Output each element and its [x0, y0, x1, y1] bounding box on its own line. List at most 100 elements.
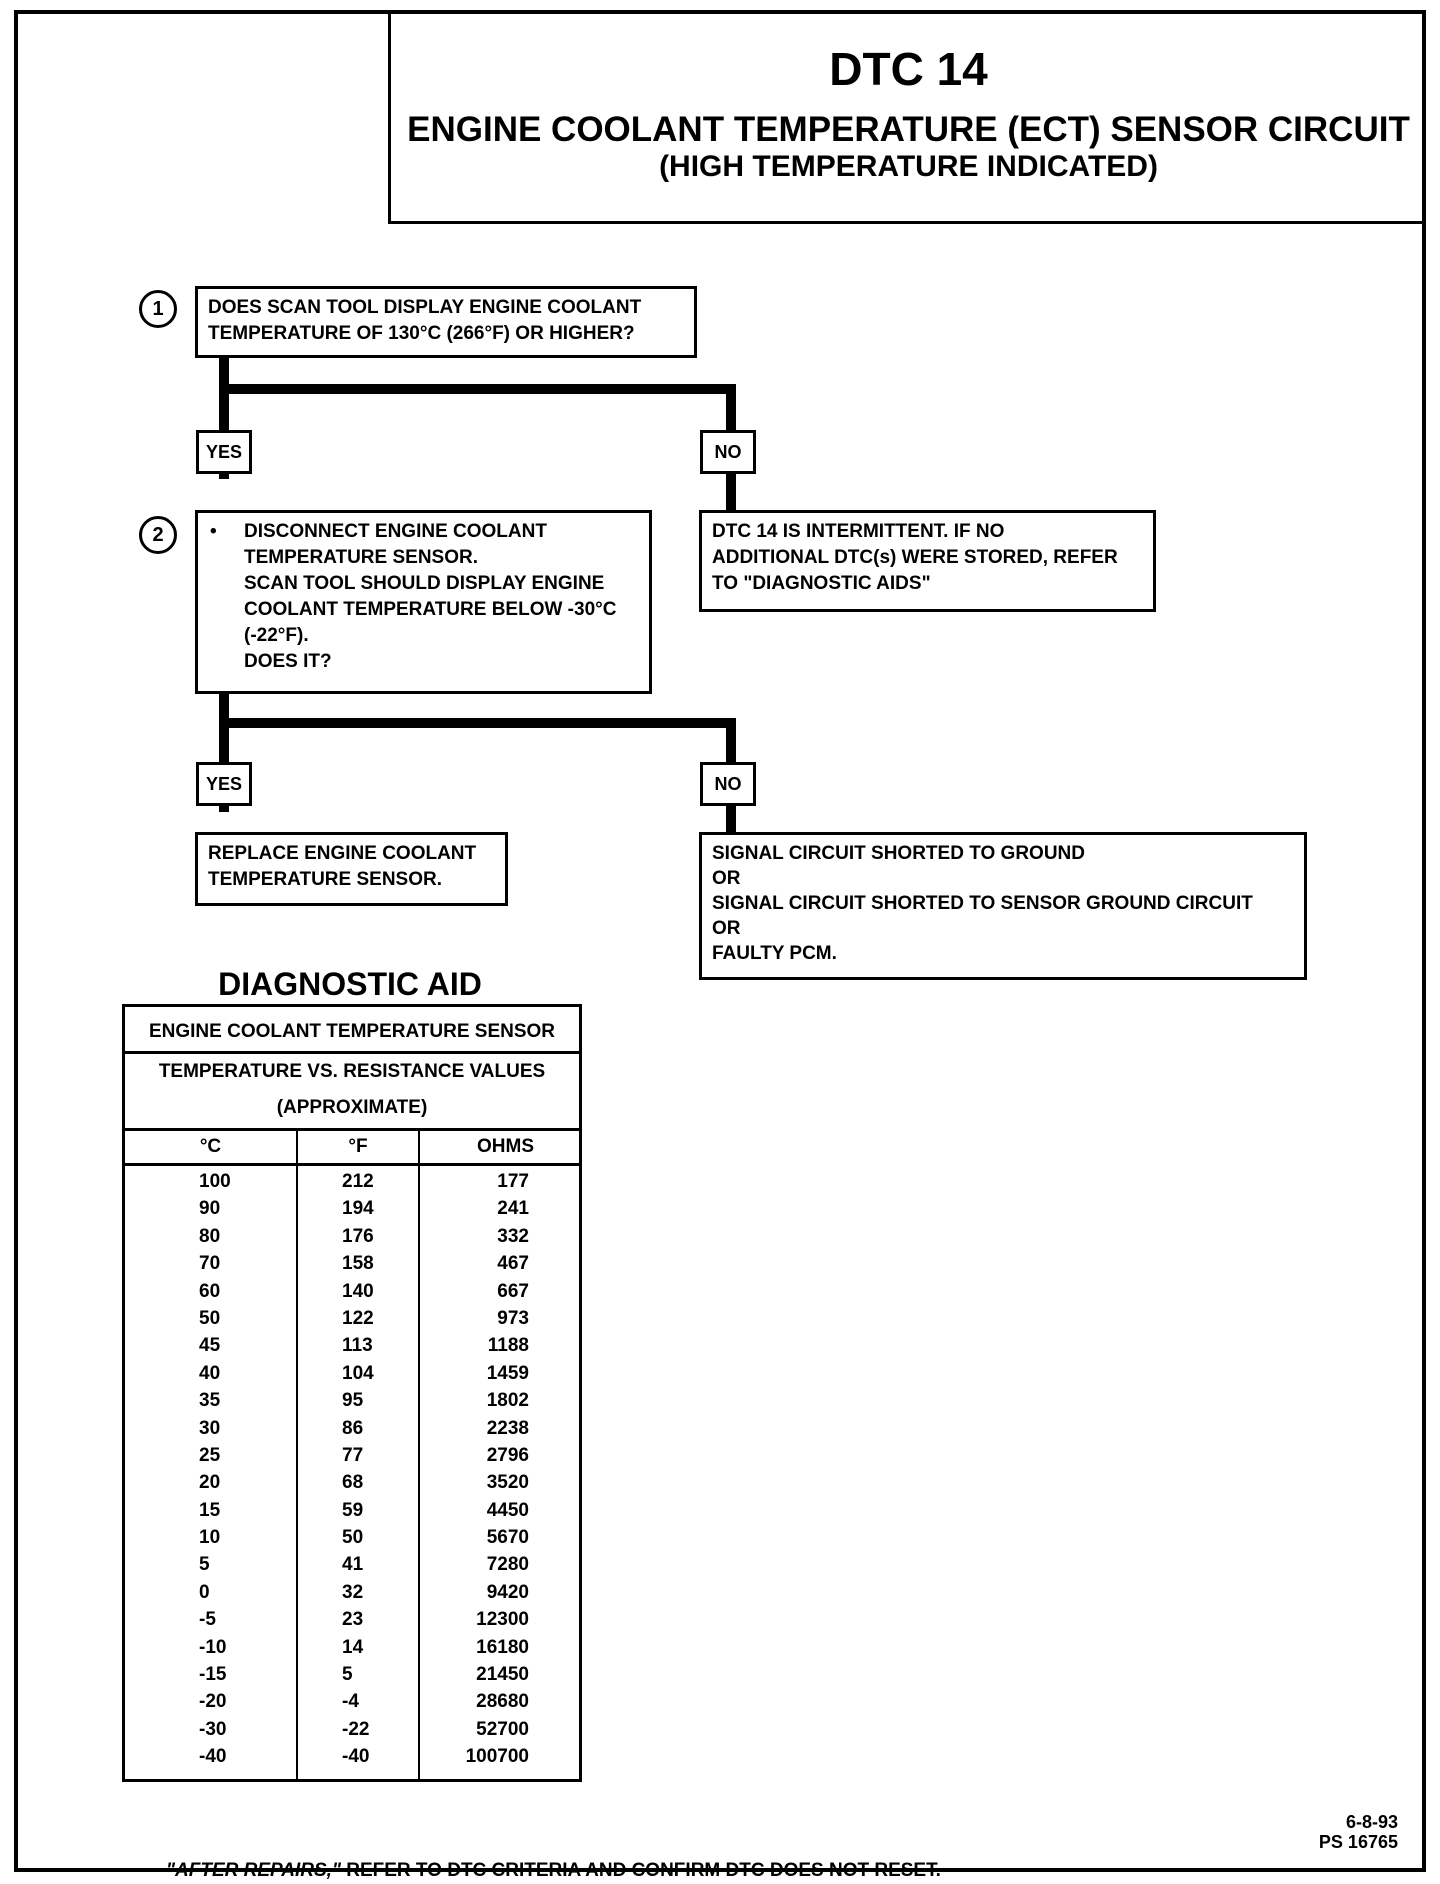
table-cell-celsius: 35: [199, 1390, 221, 1412]
table-cell-celsius: 60: [199, 1280, 221, 1302]
table-header-row: °C °F OHMS: [125, 1131, 579, 1166]
table-cell-fahrenheit: 23: [342, 1609, 364, 1631]
table-cell-celsius: 40: [199, 1362, 221, 1384]
table-cell-ohms: 16180: [476, 1636, 529, 1658]
replace-line: TEMPERATURE SENSOR.: [208, 869, 443, 890]
column-header-ohms: OHMS: [477, 1136, 534, 1157]
table-cell-fahrenheit: 212: [342, 1171, 374, 1192]
column-header-fahrenheit: °F: [298, 1131, 420, 1163]
table-cell-fahrenheit: 122: [342, 1307, 374, 1329]
fault-line: FAULTY PCM.: [712, 943, 837, 964]
table-cell-ohms: 1459: [486, 1362, 529, 1384]
table-cell-celsius: 50: [199, 1307, 221, 1329]
table-cell-fahrenheit: 113: [342, 1335, 373, 1357]
table-cell-ohms: 1188: [487, 1335, 529, 1357]
table-cell-fahrenheit: 176: [342, 1225, 374, 1247]
step-2-line: DISCONNECT ENGINE COOLANT: [244, 521, 547, 542]
table-cell-ohms: 5670: [486, 1527, 529, 1549]
table-cell-fahrenheit: 104: [342, 1362, 374, 1384]
table-cell-celsius: -30: [199, 1718, 227, 1740]
step-1-marker: 1: [139, 290, 177, 328]
table-cell-fahrenheit: 41: [342, 1554, 364, 1576]
table-cell-ohms: 7280: [486, 1554, 529, 1576]
table-cell-celsius: 5: [199, 1554, 210, 1576]
table-cell-fahrenheit: 86: [342, 1417, 364, 1439]
table-cell-fahrenheit: 194: [342, 1198, 374, 1220]
step-1-no-label: NO: [700, 430, 756, 474]
table-cell-celsius: 80: [199, 1225, 221, 1247]
table-cell-celsius: 0: [199, 1581, 210, 1603]
table-cell-ohms: 973: [497, 1307, 529, 1329]
table-cell-celsius: 25: [199, 1444, 221, 1466]
page-title: DTC 14: [829, 43, 988, 95]
step-1-question: DOES SCAN TOOL DISPLAY ENGINE COOLANT TE…: [195, 286, 697, 358]
table-subtitle-line: (APPROXIMATE): [276, 1097, 428, 1118]
bullet-icon: •: [210, 521, 217, 542]
intermittent-line: ADDITIONAL DTC(s) WERE STORED, REFER: [712, 547, 1118, 568]
table-cell-ohms: 28680: [476, 1691, 529, 1713]
table-cell-ohms: 332: [497, 1225, 529, 1247]
table-cell-fahrenheit: 140: [342, 1280, 374, 1302]
table-cell-fahrenheit: 14: [342, 1636, 364, 1658]
table-cell-ohms: 667: [497, 1280, 529, 1302]
table-cell-celsius: 20: [199, 1472, 221, 1494]
table-cell-celsius: 90: [199, 1198, 221, 1220]
table-cell-ohms: 9420: [486, 1581, 529, 1603]
table-cell-fahrenheit: 59: [342, 1499, 364, 1521]
table-cell-celsius: -5: [199, 1609, 216, 1631]
after-repairs-note: "AFTER REPAIRS," REFER TO DTC CRITERIA A…: [166, 1860, 941, 1882]
step-1-yes-label: YES: [196, 430, 252, 474]
table-cell-celsius: 70: [199, 1253, 221, 1275]
connector-step2-down: [219, 690, 229, 812]
intermittent-line: TO "DIAGNOSTIC AIDS": [712, 573, 931, 594]
document-number: PS 16765: [1318, 1832, 1398, 1852]
page-border: [14, 10, 1426, 1872]
table-title: ENGINE COOLANT TEMPERATURE SENSOR: [125, 1007, 579, 1054]
document-code: 6-8-93 PS 16765: [1319, 1812, 1398, 1852]
step-2-no-label: NO: [700, 762, 756, 806]
table-cell-ohms: 4450: [486, 1499, 529, 1521]
step-2-line: TEMPERATURE SENSOR.: [244, 547, 479, 568]
table-cell-ohms: 12300: [476, 1609, 529, 1631]
column-header-celsius: °C: [125, 1131, 298, 1163]
fault-line: OR: [712, 868, 741, 889]
connector-step1-branch: [219, 384, 736, 394]
page-subtitle: ENGINE COOLANT TEMPERATURE (ECT) SENSOR …: [407, 110, 1410, 149]
table-cell-fahrenheit: 50: [342, 1527, 364, 1549]
table-cell-fahrenheit: -4: [342, 1691, 359, 1713]
after-repairs-text: REFER TO DTC CRITERIA AND CONFIRM DTC DO…: [340, 1860, 941, 1881]
table-cell-ohms: 1802: [486, 1390, 529, 1412]
step-1-line: TEMPERATURE OF 130°C (266°F) OR HIGHER?: [208, 323, 635, 344]
table-cell-fahrenheit: 77: [342, 1444, 364, 1466]
table-cell-fahrenheit: 32: [342, 1581, 364, 1603]
fault-line: SIGNAL CIRCUIT SHORTED TO SENSOR GROUND …: [712, 893, 1253, 914]
table-cell-celsius: 10: [199, 1527, 221, 1549]
intermittent-result: DTC 14 IS INTERMITTENT. IF NO ADDITIONAL…: [699, 510, 1156, 612]
table-subtitle: TEMPERATURE VS. RESISTANCE VALUES (APPRO…: [125, 1054, 579, 1131]
intermittent-line: DTC 14 IS INTERMITTENT. IF NO: [712, 521, 1005, 542]
table-cell-ohms: 52700: [476, 1718, 529, 1740]
table-cell-fahrenheit: 158: [342, 1253, 374, 1275]
fault-result: SIGNAL CIRCUIT SHORTED TO GROUND OR SIGN…: [699, 832, 1307, 980]
step-2-line: DOES IT?: [244, 651, 332, 672]
fault-line: SIGNAL CIRCUIT SHORTED TO GROUND: [712, 843, 1085, 864]
table-cell-celsius: 45: [199, 1335, 221, 1357]
table-cell-ohms: 2796: [486, 1444, 529, 1466]
table-cell-ohms: 21450: [476, 1664, 529, 1686]
table-cell-fahrenheit: 5: [342, 1664, 353, 1686]
step-2-question: • DISCONNECT ENGINE COOLANT TEMPERATURE …: [195, 510, 652, 694]
diagnostic-aid-table: ENGINE COOLANT TEMPERATURE SENSOR TEMPER…: [122, 1004, 582, 1782]
table-cell-celsius: -40: [199, 1746, 227, 1768]
page-subtitle-condition: (HIGH TEMPERATURE INDICATED): [659, 150, 1158, 183]
table-cell-celsius: 15: [199, 1499, 221, 1521]
table-cell-ohms: 100700: [465, 1746, 529, 1768]
step-2-line: (-22°F).: [244, 625, 309, 646]
step-1-line: DOES SCAN TOOL DISPLAY ENGINE COOLANT: [208, 297, 642, 318]
table-cell-ohms: 2238: [486, 1417, 529, 1439]
table-cell-celsius: -10: [199, 1636, 227, 1658]
table-cell-ohms: 3520: [486, 1472, 529, 1494]
connector-step2-branch: [219, 718, 736, 728]
